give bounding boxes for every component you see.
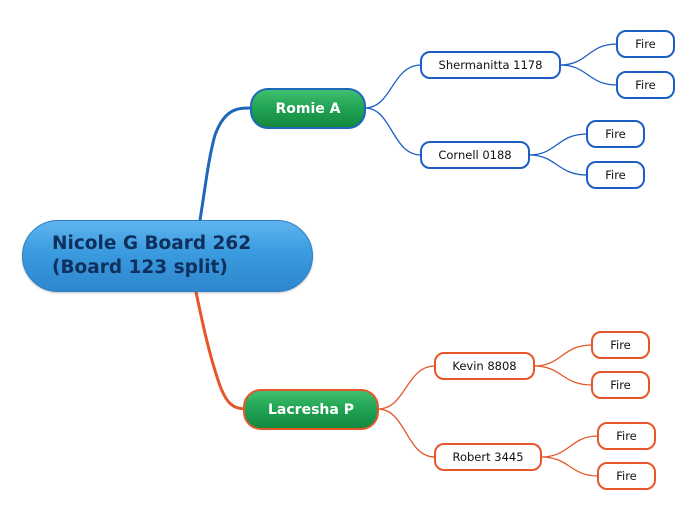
connector-shermanitta-fire-1 xyxy=(559,43,618,66)
subtopic-shermanitta[interactable]: Shermanitta 1178 xyxy=(420,51,561,79)
subtopic-cornell[interactable]: Cornell 0188 xyxy=(420,141,530,169)
leaf-fire[interactable]: Fire xyxy=(591,331,650,359)
connector-kevin-fire-1 xyxy=(533,344,593,367)
leaf-fire-label: Fire xyxy=(610,338,631,352)
leaf-fire[interactable]: Fire xyxy=(591,371,650,399)
leaf-fire-label: Fire xyxy=(616,429,637,443)
connector-lacresha-kevin xyxy=(377,365,436,410)
branch-lacresha-p[interactable]: Lacresha P xyxy=(243,389,379,430)
connector-root-lacresha xyxy=(194,291,247,411)
connector-robert-fire-1 xyxy=(540,435,599,458)
connector-shermanitta-fire-2 xyxy=(559,64,618,86)
subtopic-kevin-label: Kevin 8808 xyxy=(452,359,517,373)
connector-root-romie xyxy=(198,106,253,221)
leaf-fire-label: Fire xyxy=(635,78,656,92)
branch-romie-a-label: Romie A xyxy=(275,100,341,117)
leaf-fire-label: Fire xyxy=(635,37,656,51)
leaf-fire-label: Fire xyxy=(605,127,626,141)
connector-cornell-fire-2 xyxy=(528,154,588,176)
central-topic[interactable]: Nicole G Board 262 (Board 123 split) xyxy=(22,220,313,292)
connector-kevin-fire-2 xyxy=(533,365,593,386)
leaf-fire-label: Fire xyxy=(610,378,631,392)
leaf-fire-label: Fire xyxy=(616,469,637,483)
leaf-fire[interactable]: Fire xyxy=(616,30,675,58)
subtopic-cornell-label: Cornell 0188 xyxy=(438,148,512,162)
connector-lacresha-robert xyxy=(377,408,436,458)
leaf-fire[interactable]: Fire xyxy=(597,462,656,490)
leaf-fire[interactable]: Fire xyxy=(586,161,645,189)
subtopic-shermanitta-label: Shermanitta 1178 xyxy=(438,58,543,72)
subtopic-kevin[interactable]: Kevin 8808 xyxy=(434,352,535,380)
leaf-fire[interactable]: Fire xyxy=(586,120,645,148)
branch-romie-a[interactable]: Romie A xyxy=(250,88,366,129)
connector-romie-cornell xyxy=(364,107,422,156)
connector-romie-shermanitta xyxy=(364,64,422,109)
subtopic-robert-label: Robert 3445 xyxy=(452,450,524,464)
central-topic-label: Nicole G Board 262 (Board 123 split) xyxy=(52,233,252,278)
leaf-fire[interactable]: Fire xyxy=(616,71,675,99)
branch-lacresha-p-label: Lacresha P xyxy=(268,401,354,418)
connector-robert-fire-2 xyxy=(540,456,599,477)
subtopic-robert[interactable]: Robert 3445 xyxy=(434,443,542,471)
leaf-fire-label: Fire xyxy=(605,168,626,182)
leaf-fire[interactable]: Fire xyxy=(597,422,656,450)
connector-cornell-fire-1 xyxy=(528,133,588,156)
